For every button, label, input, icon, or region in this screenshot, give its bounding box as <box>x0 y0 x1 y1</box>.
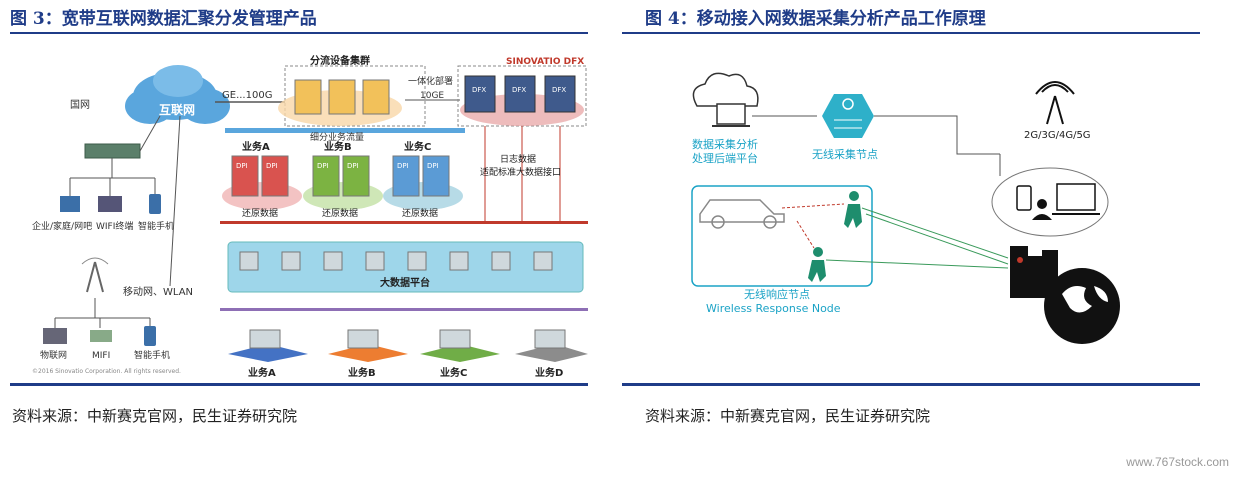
smartphone-label: 智能手机 <box>138 220 174 232</box>
splitter-device-icon-3 <box>362 79 390 115</box>
laptop-icon <box>1056 183 1096 211</box>
biz-b-bottom-label: 业务B <box>348 366 376 379</box>
response-node-label-en: Wireless Response Node <box>706 302 841 315</box>
mifi-icon <box>90 330 112 342</box>
biz-a-top-label: 业务A <box>242 140 270 153</box>
wireless-node-icon <box>822 94 874 138</box>
ge-link-label: GE...100G <box>222 90 272 101</box>
city-buildings-icon <box>1010 246 1058 298</box>
car-icon <box>699 199 785 229</box>
splitter-device-icon-2 <box>328 79 356 115</box>
biz-d-app-icon <box>534 329 566 349</box>
dfx-device-icon-3 <box>544 75 576 113</box>
dpi-b1-icon <box>312 155 340 197</box>
walker-icon-2 <box>808 247 826 282</box>
wifi-terminal-icon <box>98 196 122 212</box>
biz-b-app-icon <box>347 329 379 349</box>
dfx-device-icon-1 <box>464 75 496 113</box>
backend-cloud-icon <box>692 72 759 107</box>
internet-label: 互联网 <box>159 103 195 117</box>
wireless-node-label: 无线采集节点 <box>812 147 878 161</box>
biz-a-platform <box>228 344 308 362</box>
dpi-b2-label: DPI <box>347 162 359 170</box>
backend-label-line1: 数据采集分析 <box>692 137 758 151</box>
dpi-a2-label: DPI <box>266 162 278 170</box>
dpi-c2-label: DPI <box>427 162 439 170</box>
dpi-c1-label: DPI <box>397 162 409 170</box>
dfx-label-2: DFX <box>512 86 526 94</box>
walker-icon-1 <box>844 191 862 228</box>
biz-c-platform <box>420 344 500 362</box>
dpi-a2-icon <box>261 155 289 197</box>
bigdata-label: 大数据平台 <box>380 276 430 289</box>
figure3-bottom-rule <box>10 383 588 386</box>
watermark: www.767stock.com <box>1126 455 1229 469</box>
figure4-diagram: 数据采集分析 处理后端平台 无线采集节点 2G/3G/4G/5G <box>691 72 1120 344</box>
figure4-source: 资料来源：中新赛克官网，民生证券研究院 <box>645 407 931 425</box>
splitter-cluster-box <box>284 65 426 127</box>
figure3-diagram: 互联网 国网 企业/家庭/网吧 WIFI终端 智能手机 移动网、WLAN 物联网… <box>32 54 588 379</box>
figure3-source: 资料来源：中新赛克官网，民生证券研究院 <box>12 407 298 425</box>
biz-a-bottom-label: 业务A <box>248 366 276 379</box>
brand-label: SINOVATIO DFX <box>506 57 584 67</box>
figure3-title: 图 3：宽带互联网数据汇聚分发管理产品 <box>10 9 317 29</box>
dpi-a1-label: DPI <box>236 162 248 170</box>
biz-c-bottom-label: 业务C <box>440 366 467 379</box>
integrated-label: 一体化部署 <box>408 75 453 87</box>
dpi-b2-icon <box>342 155 370 197</box>
cell-tower-icon <box>1035 81 1075 125</box>
adapter-label: 适配标准大数据接口 <box>480 166 561 178</box>
iot-smartphone-icon <box>144 326 156 346</box>
iot-label: 物联网 <box>40 349 67 361</box>
router-icon <box>84 143 141 159</box>
dpi-c1-icon <box>392 155 420 197</box>
dpi-c2-icon <box>422 155 450 197</box>
dfx-label-1: DFX <box>472 86 486 94</box>
response-area-box <box>691 185 873 287</box>
biz-d-platform <box>515 344 588 362</box>
enterprise-label: 企业/家庭/网吧 <box>32 220 92 232</box>
copyright-text: ©2016 Sinovatio Corporation. All rights … <box>32 368 181 375</box>
dfx-device-icon-2 <box>504 75 536 113</box>
splitter-device-icon-1 <box>294 79 322 115</box>
splitter-cluster-label: 分流设备集群 <box>310 54 370 67</box>
iot-icon <box>43 328 67 344</box>
internet-cloud-icon <box>125 65 230 124</box>
log-data-label: 日志数据 <box>500 153 536 165</box>
device-bubble <box>991 167 1109 237</box>
figure3-top-rule <box>10 32 588 34</box>
backend-laptop-icon <box>716 103 746 125</box>
figure4-title: 图 4：移动接入网数据采集分析产品工作原理 <box>645 9 986 29</box>
laptop-icon <box>60 196 80 212</box>
response-node-label-cn: 无线响应节点 <box>744 287 810 301</box>
smartphone-icon <box>149 194 161 214</box>
phone-icon <box>1016 185 1032 211</box>
backend-label-line2: 处理后端平台 <box>692 151 758 165</box>
network-gen-label: 2G/3G/4G/5G <box>1024 130 1091 141</box>
biz-d-bottom-label: 业务D <box>535 366 563 379</box>
figure4-bottom-rule <box>622 383 1200 386</box>
dpi-a1-icon <box>231 155 259 197</box>
restore-b-label: 还原数据 <box>322 207 358 219</box>
dfx-label-3: DFX <box>552 86 566 94</box>
national-net-label: 国网 <box>70 99 90 111</box>
restore-a-label: 还原数据 <box>242 207 278 219</box>
biz-b-platform <box>328 344 408 362</box>
person-icon <box>1037 199 1047 209</box>
dpi-b1-label: DPI <box>317 162 329 170</box>
biz-c-app-icon <box>439 329 471 349</box>
mifi-label: MIFI <box>92 351 110 361</box>
mobile-wlan-label: 移动网、WLAN <box>123 285 193 298</box>
figure4-top-rule <box>622 32 1200 34</box>
restore-c-label: 还原数据 <box>402 207 438 219</box>
biz-a-app-icon <box>249 329 281 349</box>
biz-c-top-label: 业务C <box>404 140 431 153</box>
fine-traffic-label: 细分业务流量 <box>310 131 364 143</box>
wifi-terminal-label: WIFI终端 <box>96 220 133 232</box>
bigdata-servers <box>239 251 553 271</box>
ge10-label: 10GE <box>420 91 444 101</box>
biz-b-top-label: 业务B <box>324 140 352 153</box>
cell-tower-icon <box>81 257 109 293</box>
iot-smartphone-label: 智能手机 <box>134 349 170 361</box>
